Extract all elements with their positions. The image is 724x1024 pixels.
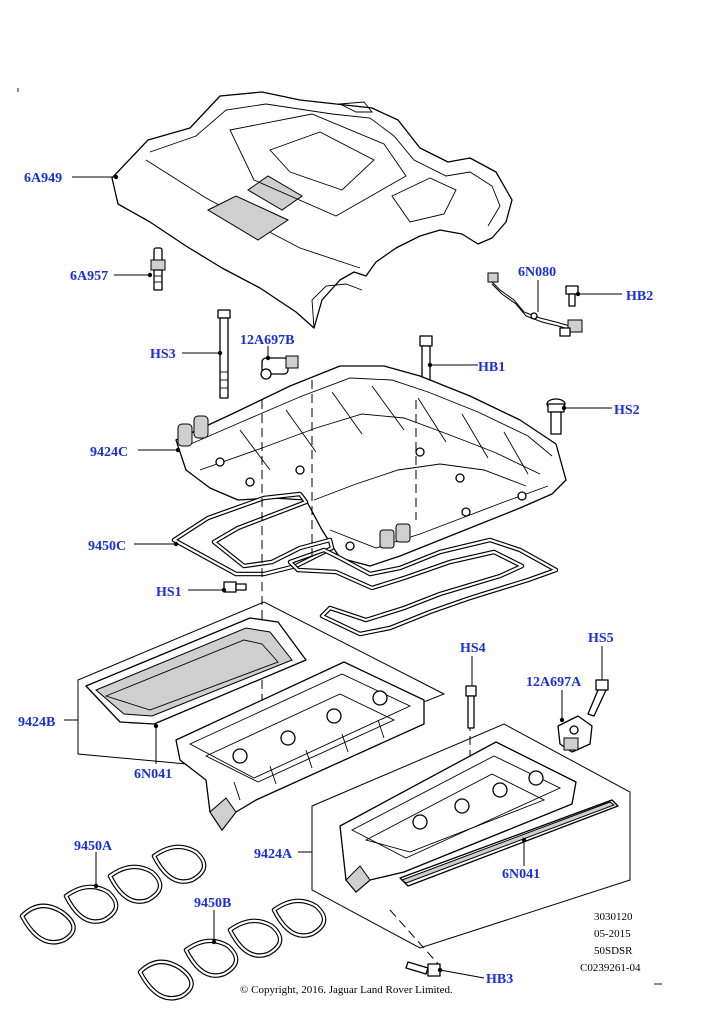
bolt-HS2 (546, 398, 566, 435)
gasket-6N041-upper (85, 617, 307, 725)
callout-9450A: 9450A (74, 839, 113, 854)
bolt-HS1 (223, 581, 247, 593)
callout-9450B: 9450B (194, 896, 231, 911)
upper-intake-manifold (175, 365, 567, 567)
callout-12A697A: 12A697A (526, 675, 582, 690)
reference-line-2: 05-2015 (594, 928, 631, 940)
gasket-9450A (19, 844, 207, 945)
reference-line-4: C0239261-04 (580, 962, 641, 974)
callout-HB3: HB3 (486, 972, 513, 987)
bolt-HS3 (217, 309, 231, 399)
callout-9424A: 9424A (254, 847, 293, 862)
callout-9424B: 9424B (18, 715, 55, 730)
callout-HB2: HB2 (626, 289, 653, 304)
callout-HB1: HB1 (478, 360, 505, 375)
callout-HS5: HS5 (588, 631, 614, 646)
gasket-9450C (171, 491, 559, 637)
bolt-HS4 (465, 685, 477, 729)
callout-12A697B: 12A697B (240, 333, 294, 348)
gasket-6N041-lower (399, 799, 619, 887)
bolt-HB3 (405, 961, 441, 977)
callout-6N080: 6N080 (518, 265, 556, 280)
callout-HS3: HS3 (150, 347, 176, 362)
sensor-12A697A (557, 715, 593, 753)
callout-HS2: HS2 (614, 403, 640, 418)
sensor-12A697B (260, 355, 299, 380)
callout-9450C: 9450C (88, 539, 126, 554)
cover-stud (150, 247, 166, 291)
callout-9424C: 9424C (90, 445, 128, 460)
callout-6N041-lower: 6N041 (502, 867, 540, 882)
gasket-9450B (137, 898, 327, 1001)
reference-line-1: 3030120 (594, 911, 633, 923)
reference-line-3: 50SDSR (594, 945, 633, 957)
callout-6A957: 6A957 (70, 269, 108, 284)
bolt-HB2 (565, 285, 579, 307)
copyright-notice: © Copyright, 2016. Jaguar Land Rover Lim… (240, 984, 453, 996)
bolt-HS5 (587, 679, 609, 717)
callout-HS1: HS1 (156, 585, 182, 600)
engine-cover (111, 91, 513, 329)
lower-manifold-9424A (339, 741, 577, 893)
callout-6N041-upper: 6N041 (134, 767, 172, 782)
reference-block: 3030120 05-2015 50SDSR C0239261-04 (580, 911, 641, 974)
callout-6A949: 6A949 (24, 171, 62, 186)
callout-HS4: HS4 (460, 641, 486, 656)
wiring-harness (487, 272, 583, 337)
lower-manifold-9424B (175, 661, 425, 831)
